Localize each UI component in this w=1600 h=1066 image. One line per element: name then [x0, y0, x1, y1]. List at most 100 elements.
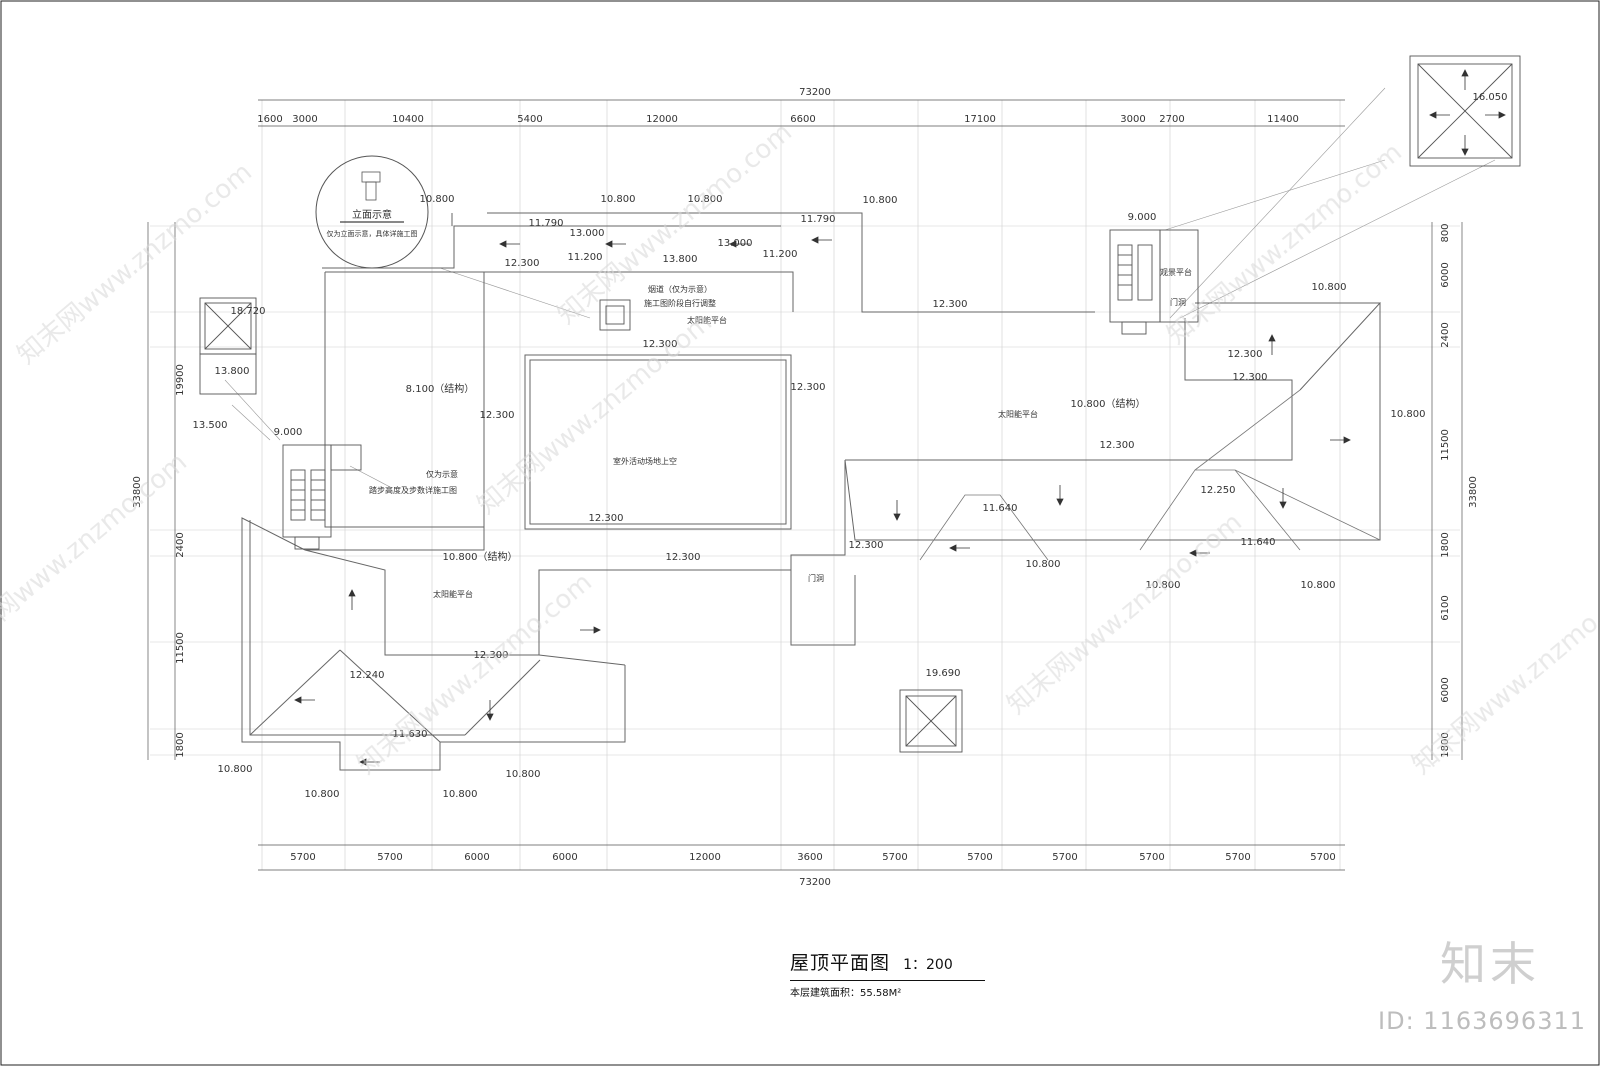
dim-top-9: 2700 — [1159, 114, 1184, 125]
solar-platform-label: 太阳能平台 — [433, 589, 473, 599]
dim-bottom-11: 5700 — [1225, 852, 1250, 863]
struct-elevation-label: 10.800（结构） — [1071, 397, 1146, 410]
dim-top-10: 11400 — [1267, 114, 1299, 125]
dim-bottom-6: 3600 — [797, 852, 822, 863]
elev-mark: 11.790 — [529, 218, 564, 229]
solar-platform-label: 太阳能平台 — [998, 409, 1038, 419]
elev-mark: 13.500 — [193, 420, 228, 431]
elev-mark: 10.800 — [1391, 409, 1426, 420]
dim-right-6: 1800 — [1440, 532, 1451, 557]
elev-mark: 10.800 — [1301, 580, 1336, 591]
elev-mark: 13.000 — [718, 238, 753, 249]
dim-bottom-9: 5700 — [1052, 852, 1077, 863]
elev-mark: 13.800 — [663, 254, 698, 265]
struct-elevation-label: 8.100（结构） — [406, 382, 475, 395]
elev-mark: 12.300 — [1228, 349, 1263, 360]
dim-top-5: 12000 — [646, 114, 678, 125]
elev-mark: 9.000 — [274, 427, 303, 438]
stairwell-right — [1109, 229, 1199, 335]
elev-mark: 13.000 — [570, 228, 605, 239]
elev-mark: 11.640 — [1241, 537, 1276, 548]
dim-right-9: 1800 — [1440, 732, 1451, 757]
annotation-labels: 立面示意 仅为立面示意，具体详施工图 烟道（仅为示意） 施工图阶段自行调整 太阳… — [327, 208, 1193, 599]
dim-top-4: 5400 — [517, 114, 542, 125]
dimension-lines — [147, 99, 1463, 871]
dimension-texts: 73200 1600 3000 10400 5400 12000 6600 17… — [132, 87, 1479, 888]
dim-right-4: 11500 — [1440, 429, 1451, 461]
elev-mark: 10.800 — [688, 194, 723, 205]
dim-bottom-8: 5700 — [967, 852, 992, 863]
elev-mark: 12.300 — [666, 552, 701, 563]
dim-left-3: 2400 — [175, 532, 186, 557]
elev-mark: 12.300 — [474, 650, 509, 661]
stair-note-2: 踏步高度及步数详施工图 — [369, 485, 457, 495]
elev-mark: 10.800 — [305, 789, 340, 800]
dim-right-3: 2400 — [1440, 322, 1451, 347]
elev-mark: 10.800 — [443, 789, 478, 800]
elev-mark: 13.800 — [215, 366, 250, 377]
elev-mark: 10.800 — [601, 194, 636, 205]
elev-mark: 10.800 — [1026, 559, 1061, 570]
elev-mark: 10.800 — [420, 194, 455, 205]
solar-platform-label: 太阳能平台 — [687, 315, 727, 325]
dim-left-1: 19900 — [175, 364, 186, 396]
dim-bottom-7: 5700 — [882, 852, 907, 863]
elev-mark: 9.000 — [1128, 212, 1157, 223]
dim-left-2: 33800 — [132, 476, 143, 508]
watermark-text: 知末网www.znzmo.com — [1407, 567, 1600, 780]
dim-bottom-10: 5700 — [1139, 852, 1164, 863]
dim-right-1: 800 — [1440, 223, 1451, 242]
elevation-markers: 10.800 10.800 10.800 10.800 11.790 11.79… — [193, 92, 1508, 800]
elev-mark: 12.300 — [933, 299, 968, 310]
tower-roofs — [199, 55, 1521, 753]
stair-note-1: 仅为示意 — [426, 469, 458, 479]
elev-mark: 10.800 — [506, 769, 541, 780]
dim-top-2: 3000 — [292, 114, 317, 125]
drawing-title-block: 屋顶平面图 1：200 本层建筑面积：55.58M² — [790, 948, 1190, 999]
floor-area-note: 本层建筑面积：55.58M² — [790, 988, 902, 999]
elev-mark: 11.200 — [763, 249, 798, 260]
elev-mark: 12.300 — [1233, 372, 1268, 383]
elev-mark: 12.250 — [1201, 485, 1236, 496]
drawing-scale: 1：200 — [903, 957, 953, 973]
leader-lines — [224, 87, 1496, 489]
dim-right-2: 6000 — [1440, 262, 1451, 287]
elev-mark: 12.300 — [505, 258, 540, 269]
elev-mark: 12.300 — [849, 540, 884, 551]
dim-bottom-2: 5700 — [377, 852, 402, 863]
dim-top-7: 17100 — [964, 114, 996, 125]
chimney-note-2: 施工图阶段自行调整 — [644, 298, 716, 308]
brand-logo: 知末 — [1440, 937, 1540, 991]
elev-mark: 11.790 — [801, 214, 836, 225]
watermark-text: 知末网www.znzmo.com — [352, 567, 598, 780]
dim-bottom-1: 5700 — [290, 852, 315, 863]
title-underline — [790, 980, 985, 981]
elev-mark: 10.800 — [1312, 282, 1347, 293]
dim-top-1: 1600 — [257, 114, 282, 125]
elev-mark: 19.690 — [926, 668, 961, 679]
elev-mark: 10.800 — [1146, 580, 1181, 591]
elev-mark: 12.300 — [589, 513, 624, 524]
dim-right-5: 33800 — [1468, 476, 1479, 508]
elev-mark: 11.640 — [983, 503, 1018, 514]
watermark-text: 知末网www.znzmo.com — [1002, 507, 1248, 720]
dim-left-5: 1800 — [175, 732, 186, 757]
elev-mark: 16.050 — [1473, 92, 1508, 103]
elevation-callout-note: 仅为立面示意，具体详施工图 — [327, 229, 418, 238]
elev-mark: 12.300 — [1100, 440, 1135, 451]
watermark-text: 知末网www.znzmo.com — [1162, 137, 1408, 350]
dim-top-8: 3000 — [1120, 114, 1145, 125]
dim-bottom-12: 5700 — [1310, 852, 1335, 863]
asset-id: ID: 1163696311 — [1378, 1007, 1586, 1035]
elev-mark: 12.240 — [350, 670, 385, 681]
elev-mark: 10.800 — [863, 195, 898, 206]
canopy-label: 门洞 — [1170, 297, 1186, 307]
drawing-title: 屋顶平面图 — [790, 952, 891, 974]
dim-bottom-4: 6000 — [552, 852, 577, 863]
dim-top-3: 10400 — [392, 114, 424, 125]
elev-mark: 18.720 — [231, 306, 266, 317]
elevation-callout-title: 立面示意 — [352, 208, 392, 221]
dim-bottom-5: 12000 — [689, 852, 721, 863]
hip-ridges — [919, 389, 1381, 561]
